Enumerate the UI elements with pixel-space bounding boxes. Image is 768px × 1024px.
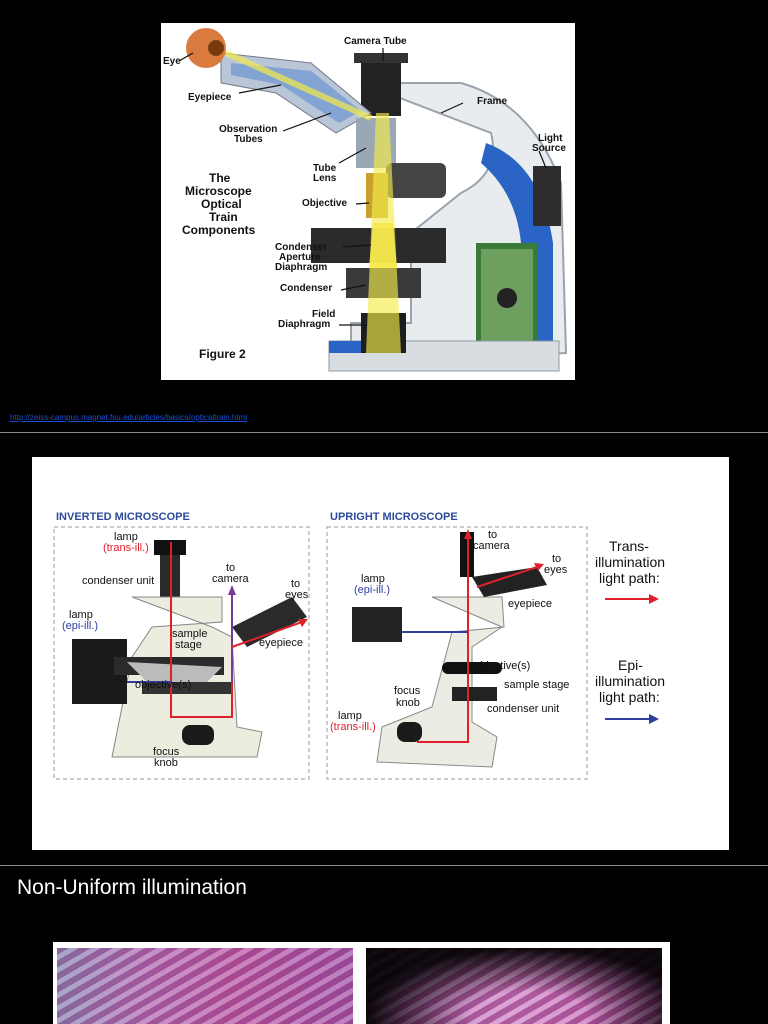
legend-trans-line-2: illumination	[595, 554, 666, 570]
inv-lamp-epi-label: lamp	[69, 609, 93, 621]
condenser-aperture-label-3: Diaphragm	[275, 262, 328, 273]
figure-caption: Figure 2	[199, 347, 246, 361]
condenser-aperture-label-2: Aperture	[279, 252, 321, 263]
title-line-1: The	[209, 171, 231, 185]
observation-tubes-label-1: Observation	[219, 124, 278, 135]
uniform-illumination-image	[57, 948, 353, 1024]
non-uniform-illumination-image	[366, 948, 662, 1024]
section-divider-1	[0, 432, 768, 433]
up-epi-ill-label: (epi-ill.)	[354, 584, 391, 596]
tube-lens-label-1: Tube	[313, 163, 337, 174]
title-line-5: Components	[182, 223, 256, 237]
up-knob-label: knob	[396, 697, 420, 709]
condenser-label: Condenser	[280, 283, 333, 294]
up-objectives-label: objective(s)	[474, 660, 531, 672]
up-sample-stage-label: sample stage	[504, 679, 570, 691]
inv-lamp-trans-label: lamp	[114, 531, 138, 543]
objective-label: Objective	[302, 198, 348, 209]
section-divider-2	[0, 865, 768, 866]
light-source-label-1: Light	[538, 133, 563, 144]
up-to-eyes-label-1: to	[552, 553, 562, 565]
camera-tube-label: Camera Tube	[344, 36, 407, 47]
non-uniform-illumination-heading: Non-Uniform illumination	[17, 876, 247, 899]
inv-trans-ill-label: (trans-ill.)	[103, 542, 149, 554]
up-to-camera-label-2: camera	[473, 540, 510, 552]
up-condenser-unit-label: condenser unit	[487, 703, 560, 715]
title-line-3: Optical	[201, 197, 242, 211]
up-focus-label: focus	[394, 685, 421, 697]
legend-trans-line-3: light path:	[599, 570, 660, 586]
up-to-eyes-label-2: eyes	[544, 564, 568, 576]
up-trans-ill-label: (trans-ill.)	[330, 721, 376, 733]
field-diaphragm-label-2: Diaphragm	[278, 319, 331, 330]
up-eyepiece-label: eyepiece	[508, 598, 553, 610]
inv-to-eyes-label-1: to	[291, 578, 301, 590]
tube-lens-label-2: Lens	[313, 173, 337, 184]
microscope-comparison-figure: INVERTED MICROSCOPE UPRIGHT MICROSCOPE l…	[32, 457, 729, 850]
inv-objectives-label: objective(s)	[135, 679, 192, 691]
optical-train-figure: Camera Tube Eye Eyepiece Frame Observati…	[161, 23, 575, 380]
up-to-camera-label-1: to	[488, 529, 498, 541]
inv-condenser-unit-label: condenser unit	[82, 575, 155, 587]
title-line-2: Microscope	[185, 184, 252, 198]
inv-to-eyes-label-2: eyes	[285, 589, 309, 601]
microscope-optical-train-illustration	[178, 28, 568, 372]
legend-epi-line-2: illumination	[595, 673, 666, 689]
eye-label: Eye	[163, 56, 181, 67]
eyepiece-label: Eyepiece	[188, 92, 232, 103]
legend-epi-line-1: Epi-	[618, 657, 643, 673]
inv-to-camera-label-2: camera	[212, 573, 249, 585]
condenser-aperture-label-1: Condenser	[275, 242, 328, 253]
light-source-label-2: Source	[532, 143, 566, 154]
up-lamp-epi-label: lamp	[361, 573, 385, 585]
title-line-4: Train	[209, 210, 238, 224]
illumination-comparison-frame	[53, 942, 670, 1024]
microscope-comparison-illustration	[53, 526, 659, 780]
inv-epi-ill-label: (epi-ill.)	[62, 620, 99, 632]
inv-sample-label: sample	[172, 628, 208, 640]
source-link[interactable]: http://zeiss-campus.magnet.fsu.edu/artic…	[10, 413, 247, 422]
upright-microscope-title: UPRIGHT MICROSCOPE	[330, 511, 458, 523]
inv-knob-label: knob	[154, 757, 178, 769]
inv-to-camera-label-1: to	[226, 562, 236, 574]
field-diaphragm-label-1: Field	[312, 309, 336, 320]
frame-label: Frame	[477, 96, 508, 107]
inv-eyepiece-label: eyepiece	[259, 637, 304, 649]
inv-focus-label: focus	[153, 746, 180, 758]
inverted-microscope-title: INVERTED MICROSCOPE	[56, 511, 190, 523]
legend-epi-line-3: light path:	[599, 689, 660, 705]
observation-tubes-label-2: Tubes	[234, 134, 263, 145]
up-lamp-trans-label: lamp	[338, 710, 362, 722]
inv-stage-label: stage	[175, 639, 202, 651]
legend-trans-line-1: Trans-	[609, 538, 649, 554]
